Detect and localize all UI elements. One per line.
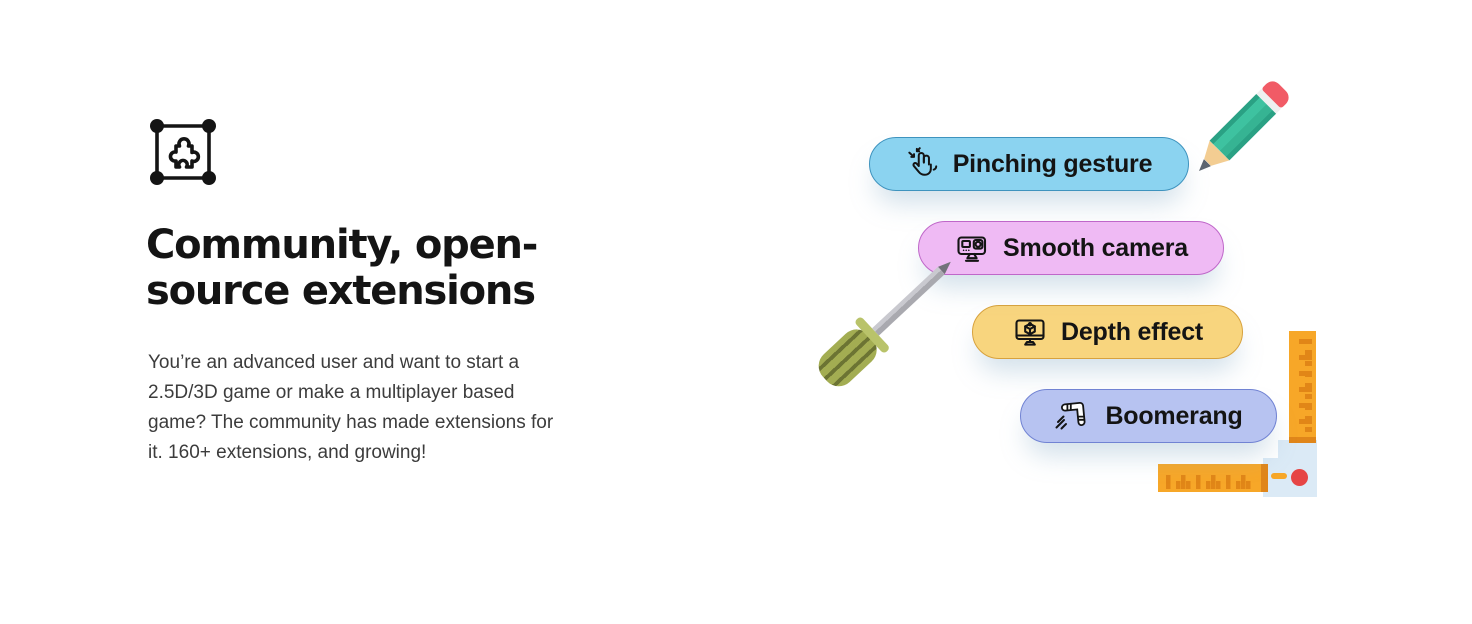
badge-boomerang: Boomerang [1020,389,1277,443]
horizontal-ruler [1158,464,1268,492]
badge-label: Smooth camera [1003,233,1188,262]
pencil-illustration [1188,77,1293,183]
heading-line-2: source extensions [146,268,536,314]
ruler-endcap [1289,437,1316,443]
action-camera-icon [957,236,987,262]
section-paragraph: You’re an advanced user and want to star… [148,352,554,463]
heading-line-1: Community, open- [146,222,538,268]
ruler-endcap [1261,464,1268,492]
badge-pinching-gesture: Pinching gesture [869,137,1189,191]
square-ruler-dot [1291,469,1308,486]
pencil-body [1209,93,1277,161]
badge-label: Boomerang [1105,401,1243,430]
badge-label: Pinching gesture [952,149,1153,178]
badge-label: Depth effect [1060,317,1204,346]
extensions-frame-puzzle-icon [150,119,216,185]
vertical-ruler [1289,331,1316,443]
monitor-3d-cube-icon [1015,319,1045,346]
badge-depth-effect: Depth effect [972,305,1243,359]
square-ruler-backing [1278,440,1317,497]
pinch-gesture-icon [908,147,937,176]
boomerang-icon [1055,402,1086,430]
section-heading: Community, open-source extensions [146,222,538,314]
square-ruler-dash [1271,473,1287,479]
badge-smooth-camera: Smooth camera [918,221,1224,275]
screwdriver-shaft [872,266,945,336]
screwdriver-illustration [810,246,966,395]
